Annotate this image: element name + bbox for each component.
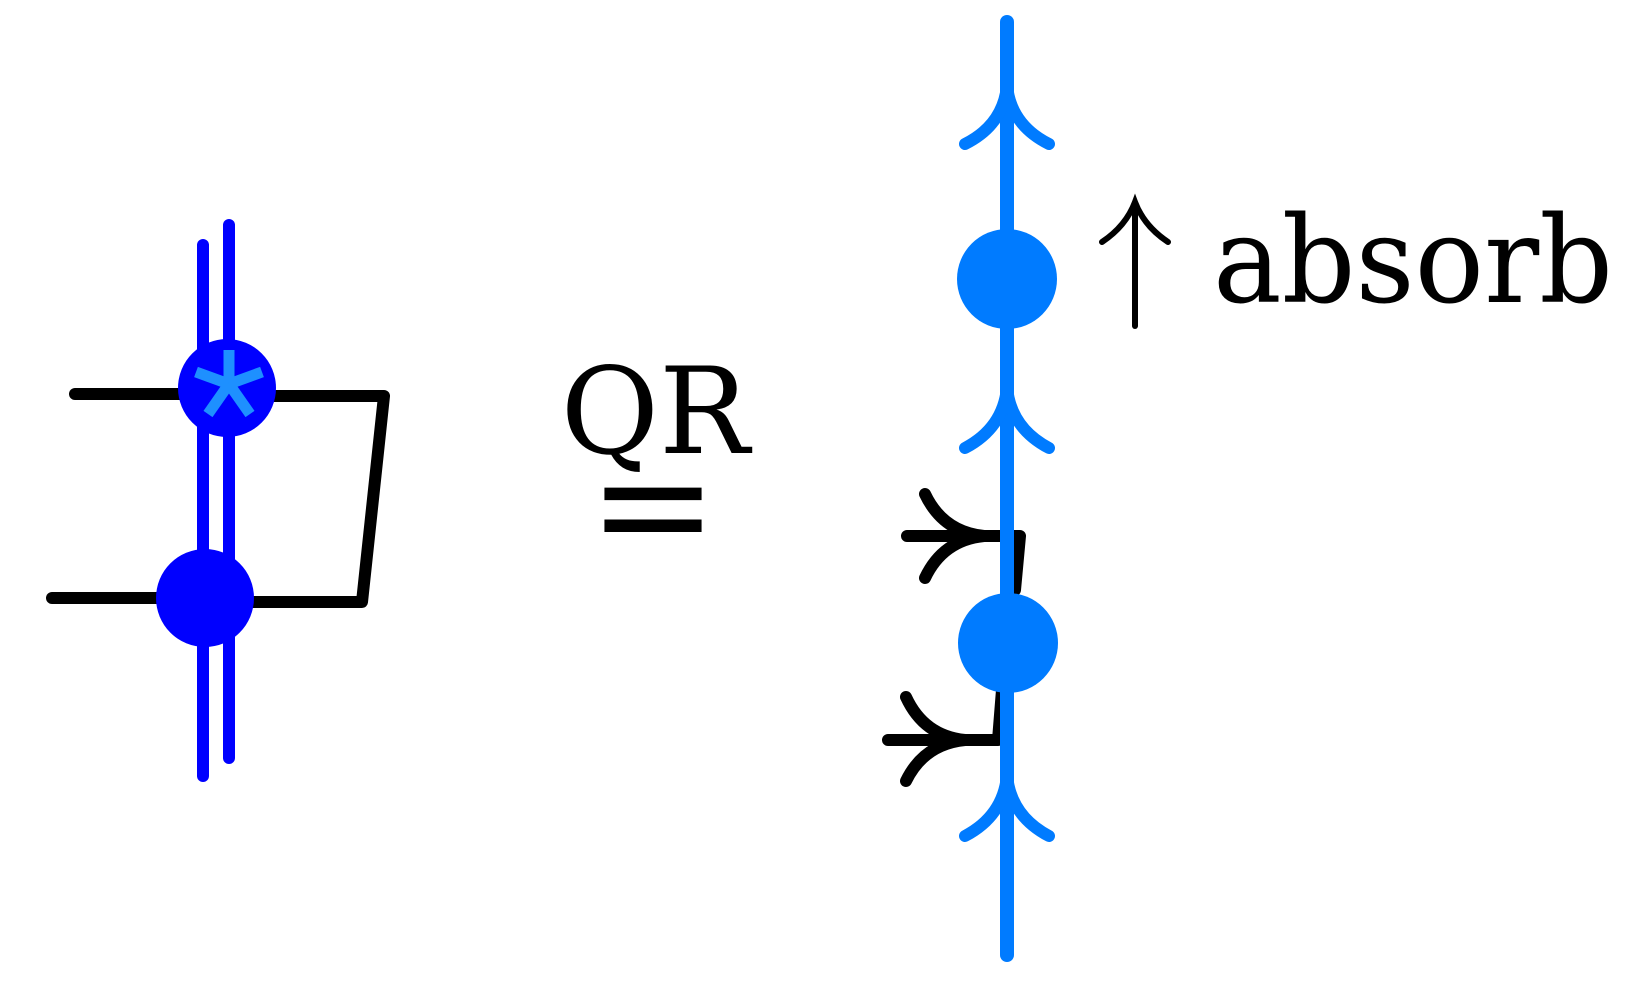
upper-tensor-node <box>957 229 1057 329</box>
right-network <box>882 15 1058 962</box>
chevron-up-icon <box>959 387 1055 454</box>
closing-bond-loop <box>234 390 390 608</box>
conjugate-star-icon <box>194 350 264 418</box>
chevron-right-icon <box>900 691 966 787</box>
left-network <box>46 219 390 782</box>
absorb-annotation: absorb <box>1099 192 1613 331</box>
equals-sign: = <box>588 411 718 598</box>
chevron-up-icon <box>959 85 1055 150</box>
inflow-arrows <box>900 488 985 787</box>
chevron-up-icon <box>959 775 1055 842</box>
lower-tensor-node <box>958 593 1058 693</box>
direction-arrows <box>959 85 1055 842</box>
qr-equals-label: QR = <box>561 343 753 598</box>
absorb-label: absorb <box>1213 192 1613 331</box>
conjugate-tensor-node <box>178 339 276 437</box>
tensor-node <box>156 549 254 647</box>
chevron-right-icon <box>919 488 985 584</box>
qr-label: QR <box>561 343 753 482</box>
upper-incoming-bond <box>901 530 1026 596</box>
up-arrow-icon <box>1099 193 1171 329</box>
physical-legs <box>197 219 235 782</box>
